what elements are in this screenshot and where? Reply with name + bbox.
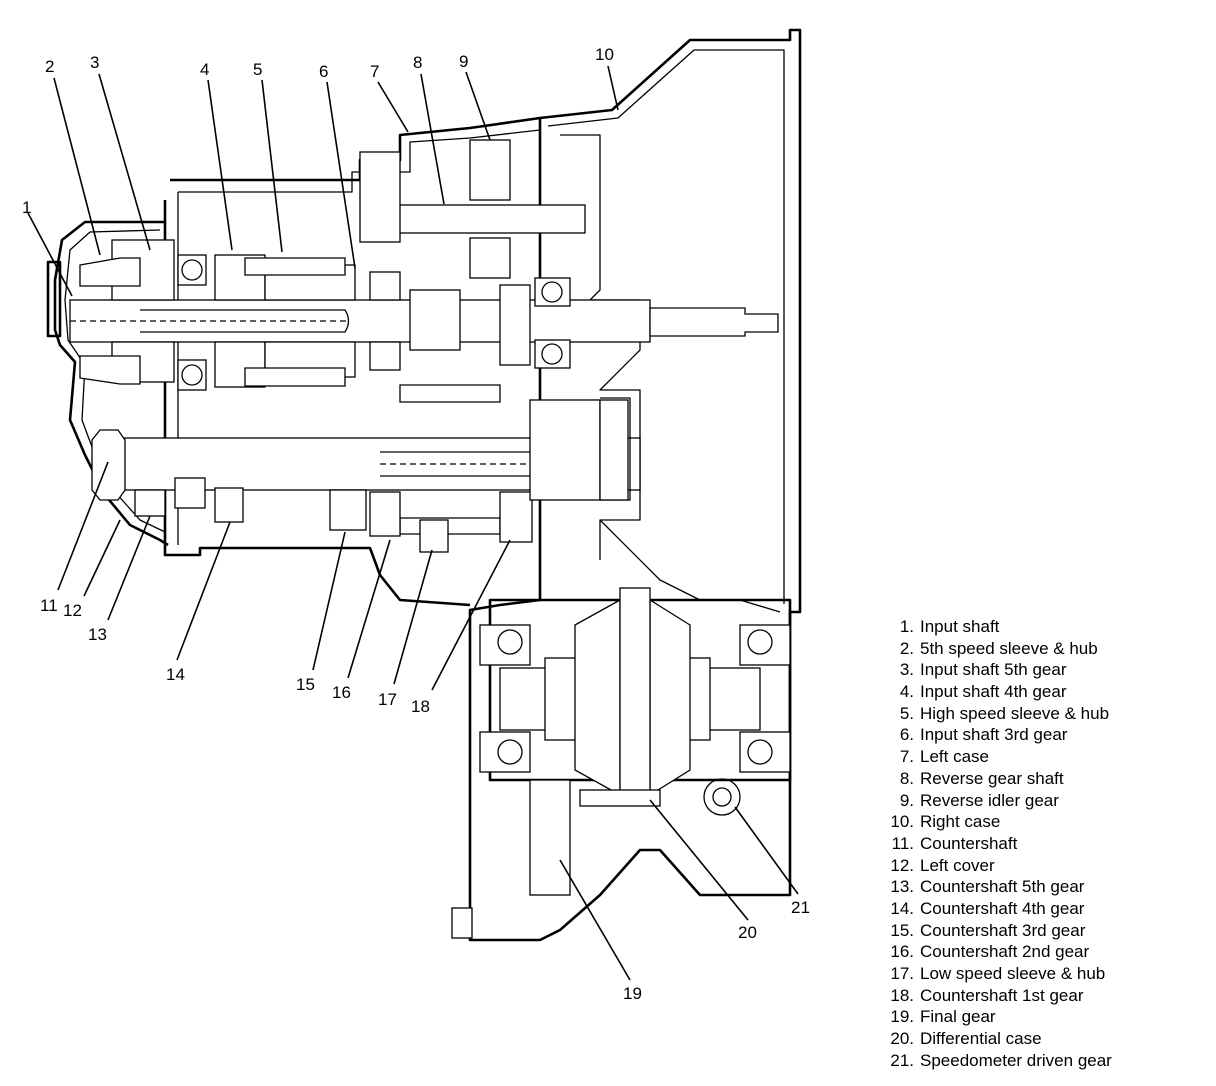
- legend-label: Input shaft 4th gear: [920, 682, 1067, 702]
- legend-item: 18. Countershaft 1st gear: [880, 985, 1210, 1007]
- callout-5: 5: [253, 60, 262, 79]
- callout-16: 16: [332, 683, 351, 702]
- legend-item: 20. Differential case: [880, 1028, 1210, 1050]
- legend-label: Countershaft: [920, 833, 1018, 853]
- callout-14: 14: [166, 665, 185, 684]
- callout-20: 20: [738, 923, 757, 942]
- legend-item: 9. Reverse idler gear: [880, 790, 1210, 812]
- legend-item: 21. Speedometer driven gear: [880, 1050, 1210, 1072]
- legend-number: 8.: [899, 768, 914, 788]
- legend-item: 19. Final gear: [880, 1006, 1210, 1028]
- legend-label: Reverse gear shaft: [920, 768, 1064, 788]
- callout-9: 9: [459, 52, 468, 71]
- legend-number: 1.: [899, 617, 914, 636]
- legend-number: 18.: [890, 985, 914, 1005]
- legend-label: Input shaft 5th gear: [920, 660, 1067, 680]
- callout-17: 17: [378, 690, 397, 709]
- legend-item: 10. Right case: [880, 811, 1210, 833]
- legend-number: 17.: [890, 964, 914, 983]
- callout-19: 19: [623, 984, 642, 1003]
- legend-label: Countershaft 1st gear: [920, 985, 1084, 1005]
- legend-number: 2.: [899, 638, 914, 658]
- legend-item: 11. Countershaft: [880, 833, 1210, 855]
- legend-item: 15. Countershaft 3rd gear: [880, 920, 1210, 942]
- legend-label: Left cover: [920, 855, 995, 875]
- legend-label: Low speed sleeve & hub: [920, 964, 1106, 983]
- legend-number: 12.: [890, 855, 914, 875]
- legend-item: 13. Countershaft 5th gear: [880, 876, 1210, 898]
- legend-item: 7. Left case: [880, 746, 1210, 768]
- legend-number: 10.: [890, 812, 914, 832]
- callout-11: 11: [40, 596, 58, 615]
- legend-item: 16. Countershaft 2nd gear: [880, 941, 1210, 963]
- differential-assembly: [451, 587, 792, 939]
- legend-label: Countershaft 2nd gear: [920, 942, 1090, 962]
- legend-number: 6.: [899, 725, 914, 745]
- callout-10: 10: [595, 45, 614, 64]
- legend-number: 11.: [891, 833, 914, 853]
- legend-label: Countershaft 4th gear: [920, 898, 1085, 918]
- callout-7: 7: [370, 62, 379, 81]
- legend-label: Speedometer driven gear: [920, 1050, 1112, 1070]
- legend-number: 16.: [890, 942, 914, 962]
- legend-number: 9.: [899, 790, 914, 810]
- bearings: [174, 254, 629, 509]
- legend-label: Reverse idler gear: [920, 790, 1059, 810]
- sleeves-and-hubs: [79, 257, 501, 535]
- callout-18: 18: [411, 697, 430, 716]
- callout-3: 3: [90, 53, 99, 72]
- legend-number: 4.: [899, 682, 914, 702]
- callout-12: 12: [63, 601, 82, 620]
- callout-2: 2: [45, 57, 54, 76]
- reverse-gear-shaft: [359, 139, 586, 279]
- legend-number: 14.: [890, 898, 914, 918]
- legend-item: 5. High speed sleeve & hub: [880, 703, 1210, 725]
- legend-number: 19.: [890, 1007, 914, 1027]
- legend-item: 3. Input shaft 5th gear: [880, 659, 1210, 681]
- legend-number: 15.: [890, 920, 914, 940]
- callout-8: 8: [413, 53, 422, 72]
- legend-number: 5.: [899, 703, 914, 723]
- legend-number: 7.: [899, 747, 914, 767]
- legend-item: 12. Left cover: [880, 855, 1210, 877]
- callout-labels: 1 2 3 4 5 6 7 8 9 10 11 12 13 14 15 16 1…: [22, 45, 810, 1003]
- legend-item: 14. Countershaft 4th gear: [880, 898, 1210, 920]
- legend-item: 1. Input shaft: [880, 616, 1210, 638]
- legend-item: 17. Low speed sleeve & hub: [880, 963, 1210, 985]
- legend-label: Countershaft 5th gear: [920, 877, 1085, 897]
- callout-6: 6: [319, 62, 328, 81]
- legend-label: Left case: [920, 747, 989, 767]
- legend-number: 3.: [899, 660, 914, 680]
- legend-label: Final gear: [920, 1007, 996, 1027]
- legend-label: Countershaft 3rd gear: [920, 920, 1086, 940]
- legend-label: Input shaft: [920, 617, 1000, 636]
- legend-item: 4. Input shaft 4th gear: [880, 681, 1210, 703]
- legend-item: 6. Input shaft 3rd gear: [880, 724, 1210, 746]
- legend-label: Right case: [920, 812, 1001, 832]
- legend-item: 8. Reverse gear shaft: [880, 768, 1210, 790]
- countershaft-gears: [134, 397, 631, 553]
- right-case-outline: [468, 28, 802, 942]
- legend-label: Input shaft 3rd gear: [920, 725, 1068, 745]
- callout-13: 13: [88, 625, 107, 644]
- callout-21: 21: [791, 898, 810, 917]
- callout-1: 1: [22, 198, 31, 217]
- callout-4: 4: [200, 60, 209, 79]
- input-shaft: [69, 299, 779, 343]
- legend-item: 2. 5th speed sleeve & hub: [880, 638, 1210, 660]
- legend-label: High speed sleeve & hub: [920, 703, 1110, 723]
- legend-label: 5th speed sleeve & hub: [920, 638, 1098, 658]
- legend-number: 13.: [890, 877, 914, 897]
- leader-lines: [27, 65, 799, 981]
- parts-legend: 1. Input shaft 2. 5th speed sleeve & hub 3…: [880, 616, 1210, 1071]
- legend-number: 20.: [890, 1029, 914, 1049]
- legend-label: Differential case: [920, 1029, 1042, 1049]
- callout-15: 15: [296, 675, 315, 694]
- legend-number: 21.: [890, 1050, 914, 1070]
